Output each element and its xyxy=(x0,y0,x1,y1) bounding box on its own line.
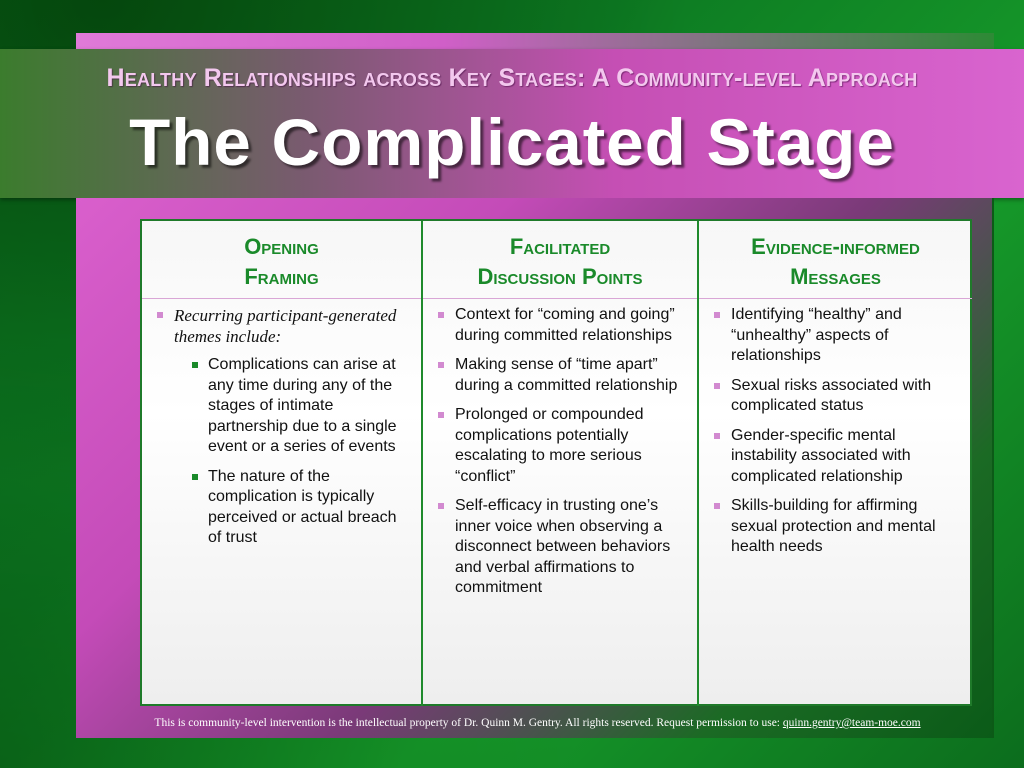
list-item: Identifying “healthy” and “unhealthy” as… xyxy=(709,305,960,367)
column-opening-framing: Opening Framing Recurring participant-ge… xyxy=(142,221,421,706)
title-banner xyxy=(0,49,1024,198)
column-heading: Opening Framing xyxy=(142,221,421,299)
column-discussion-points: Facilitated Discussion Points Context fo… xyxy=(421,221,697,706)
sub-list-item: Complications can arise at any time duri… xyxy=(184,355,409,458)
footer-email-link[interactable]: quinn.gentry@team-moe.com xyxy=(782,717,921,729)
slide-title: The Complicated Stage xyxy=(129,105,895,179)
sub-list-item: The nature of the complication is typica… xyxy=(184,467,409,549)
column-evidence-messages: Evidence-informed Messages Identifying “… xyxy=(697,221,972,706)
slide-subtitle: Healthy Relationships across Key Stages:… xyxy=(106,64,918,92)
column-heading: Facilitated Discussion Points xyxy=(423,221,697,299)
footer-text: This is community-level intervention is … xyxy=(154,717,783,729)
footer-notice: This is community-level intervention is … xyxy=(0,717,1024,729)
list-item: Self-efficacy in trusting one’s inner vo… xyxy=(433,496,685,599)
top-accent-strip xyxy=(76,33,994,49)
list-item: Prolonged or compounded complications po… xyxy=(433,405,685,487)
list-item: Making sense of “time apart” during a co… xyxy=(433,355,685,396)
list-item: Sexual risks associated with complicated… xyxy=(709,376,960,417)
column-heading: Evidence-informed Messages xyxy=(699,221,972,299)
list-item: Recurring participant-generated themes i… xyxy=(152,305,409,347)
content-table: Opening Framing Recurring participant-ge… xyxy=(140,219,972,706)
list-item: Skills-building for affirming sexual pro… xyxy=(709,496,960,558)
list-item: Gender-specific mental instability assoc… xyxy=(709,426,960,488)
list-item: Context for “coming and going” during co… xyxy=(433,305,685,346)
